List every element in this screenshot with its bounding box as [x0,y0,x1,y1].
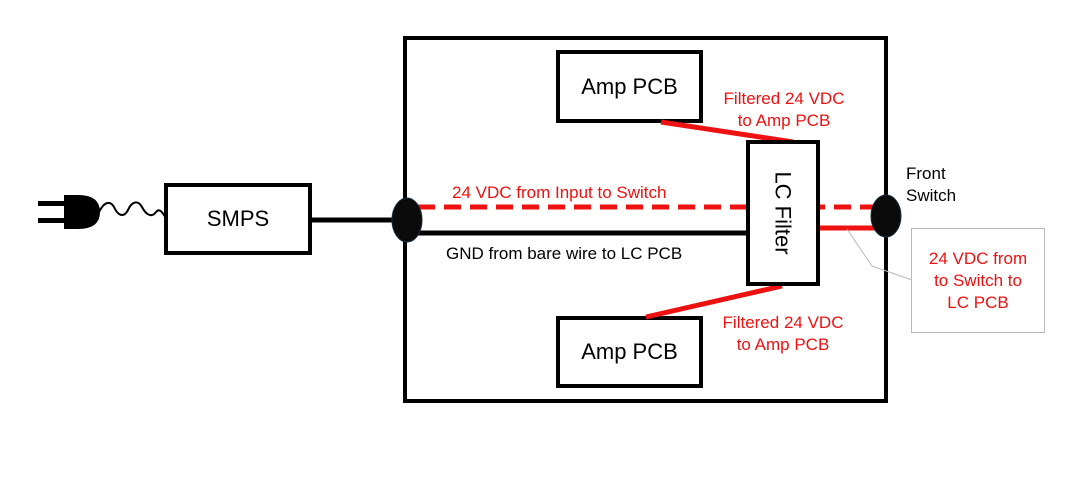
filtered-bottom-line-2: to Amp PCB [736,335,830,354]
lc-filter-text: LC Filter [771,171,796,255]
front-switch-label: Front Switch [906,163,956,207]
callout-line-1: 24 VDC from [928,248,1028,268]
front-switch-line-1: Front [906,164,946,183]
amp-pcb-top-label: Amp PCB [581,73,678,99]
filtered-top-line-2: to Amp PCB [737,111,831,130]
input-to-switch-label: 24 VDC from Input to Switch [452,183,667,202]
lc-filter-box [746,140,820,286]
filtered-top-line-1: Filtered 24 VDC [723,89,845,108]
callout-line-3: LC PCB [947,292,1009,312]
filtered-wire-top [660,119,794,145]
front-switch-line-2: Switch [906,186,957,205]
filtered-bottom-line-1: Filtered 24 VDC [722,313,844,332]
amp-pcb-bottom-box [556,316,703,388]
filtered-wire-bottom [645,283,783,320]
callout-line-2: to Switch to [934,270,1022,290]
smps-label: SMPS [206,206,270,231]
filtered-top-label: Filtered 24 VDC to Amp PCB [712,88,856,132]
power-plug-icon [38,195,100,229]
input-connector [391,197,423,243]
front-switch-connector [870,194,902,238]
switch-to-lc-callout: 24 VDC from to Switch to LC PCB [911,228,1045,333]
amp-pcb-top-box [556,50,703,123]
power-cord [98,201,167,219]
lc-filter-label: LC Filter [748,142,818,284]
amp-pcb-bottom-label: Amp PCB [581,339,678,364]
callout-leader [846,228,913,281]
filtered-bottom-label: Filtered 24 VDC to Amp PCB [711,312,855,356]
smps-box [164,183,312,255]
gnd-wire-label: GND from bare wire to LC PCB [446,244,683,263]
